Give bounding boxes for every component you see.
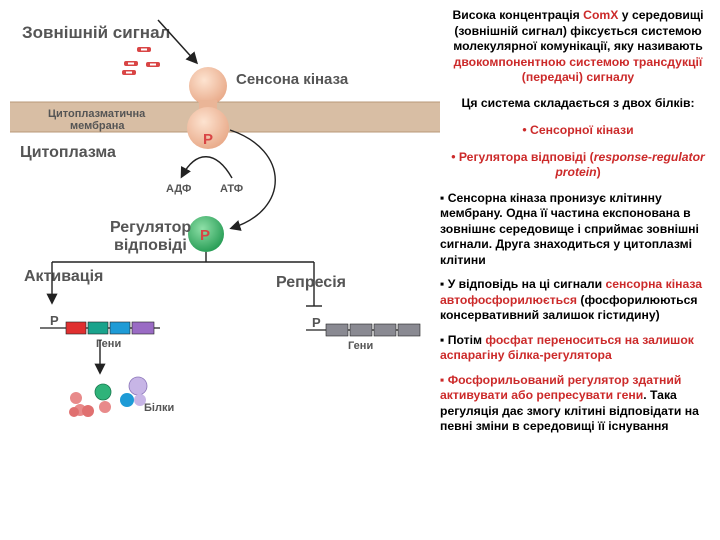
regulator-phosphate: P <box>200 227 210 244</box>
membrane-label-1: Цитоплазматична <box>48 108 146 120</box>
membrane-label-2: мембрана <box>70 120 125 132</box>
atp-adp-arrow <box>180 156 233 179</box>
adp-label: АДФ <box>166 183 191 195</box>
cytoplasm-label: Цитоплазма <box>20 144 116 161</box>
p4-highlight: ▪ Фосфорильований регулятор здатний акти… <box>440 372 682 403</box>
bullet-2-close: ) <box>596 165 601 179</box>
paragraph-autophosphorylation: ▪ У відповідь на ці сигнали сенсорна кін… <box>440 277 716 324</box>
signal-arrow <box>157 19 199 65</box>
repressed-genes-label: Гени <box>348 340 373 352</box>
system-paragraph: Ця система складається з двох білків: <box>461 95 695 110</box>
activation-promoter: P <box>50 313 59 328</box>
regulator-label-2: відповіді <box>114 237 187 254</box>
regulation-branches <box>46 252 322 307</box>
gene-purple <box>131 321 155 335</box>
proteins-label: Білки <box>144 402 174 414</box>
repression-promoter: P <box>312 315 321 330</box>
comx-highlight: ComX <box>583 8 619 22</box>
two-component-system-highlight: двокомпонентною системою трансдукції (пе… <box>453 54 703 85</box>
p3-text-a: ▪ Потім <box>440 332 486 347</box>
p2-highlight: сенсорна кіназа автофосфорилюється <box>440 277 703 307</box>
activation-label: Активація <box>24 268 103 285</box>
paragraph-gene-regulation: ▪ Фосфорильований регулятор здатний акти… <box>440 373 716 435</box>
gene-blue <box>109 321 131 335</box>
bullet-response-regulator: • Регулятора відповіді (response-regulat… <box>440 150 716 181</box>
intro-paragraph: Висока концентрація ComX у середовищі (з… <box>440 8 716 86</box>
activated-gene-cluster <box>40 321 160 335</box>
protein-cluster <box>69 376 148 417</box>
paragraph-phosphate-transfer: ▪ Потім фосфат переноситься на залишок а… <box>440 333 716 364</box>
two-component-system-diagram: Зовнішній сигнал P Сенсона кіназа Цитопл… <box>10 19 440 417</box>
external-signal-label: Зовнішній сигнал <box>22 23 170 42</box>
sensor-kinase <box>187 67 229 149</box>
repressed-gene-cluster <box>306 323 421 337</box>
regulator-label-1: Регулятор <box>110 219 191 236</box>
signal-molecules <box>122 47 160 75</box>
kinase-phosphate: P <box>203 131 213 148</box>
gene-red <box>65 321 87 335</box>
bullet-2-text: • Регулятора відповіді ( <box>451 149 594 164</box>
p3-highlight: фосфат переноситься на залишок аспарагін… <box>440 332 694 363</box>
explanation-text-panel: Висока концентрація ComX у середовищі (з… <box>440 8 716 435</box>
gene-teal <box>87 321 109 335</box>
p4-text-b: . Така регуляція дає змогу клітині відпо… <box>440 388 699 433</box>
bullet-sensor-kinase: • Сенсорної кінази <box>522 123 634 137</box>
response-regulator <box>188 216 224 252</box>
intro-text-2: у середовищі (зовнішній сигнал) фіксуєть… <box>453 8 704 53</box>
activated-genes-label: Гени <box>96 338 121 350</box>
repression-label: Репресія <box>276 274 346 291</box>
p2-text-a: ▪ У відповідь на ці сигнали <box>440 277 606 291</box>
paragraph-membrane: ▪ Сенсорна кіназа пронизує клітинну мемб… <box>440 190 699 267</box>
phosphate-transfer-arrow <box>229 129 276 231</box>
p2-text-b: (фосфорилюються консервативний залишок г… <box>440 292 698 323</box>
sensor-kinase-label: Сенсона кіназа <box>236 71 349 88</box>
bullet-2-italic: response-regulator protein <box>555 149 705 180</box>
atp-label: АТФ <box>220 183 243 195</box>
intro-text-1: Висока концентрація <box>452 8 584 22</box>
